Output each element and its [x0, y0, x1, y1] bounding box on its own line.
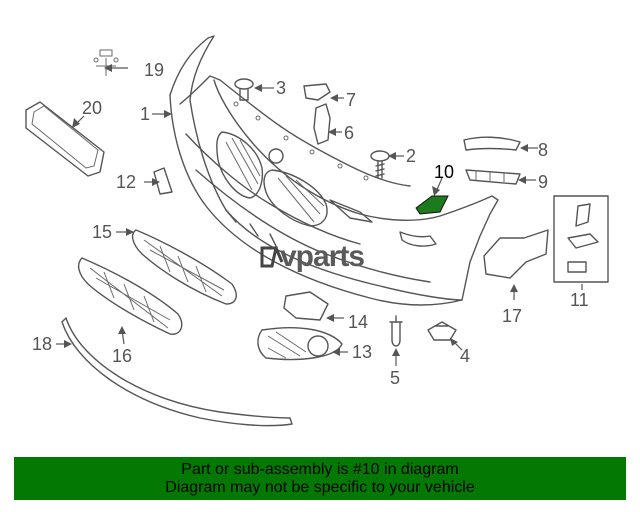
leader-lines — [56, 64, 583, 366]
callout-12: 12 — [116, 172, 136, 192]
callout-16: 16 — [112, 346, 132, 366]
bracket-part-6 — [313, 103, 331, 145]
callout-15: 15 — [92, 222, 112, 242]
lower-grille-part-16 — [77, 257, 183, 335]
callout-5: 5 — [390, 368, 400, 388]
highlighted-part-10 — [415, 195, 449, 215]
bracket-part-17 — [483, 229, 549, 279]
bumper-cover — [169, 35, 499, 306]
lower-grille-part-15 — [131, 229, 237, 305]
screw-part-5 — [389, 315, 403, 347]
info-banner-line-2: Diagram may not be specific to your vehi… — [165, 478, 475, 496]
watermark-text: vparts — [280, 240, 364, 273]
info-banner-line-1: Part or sub-assembly is #10 in diagram — [181, 460, 459, 478]
callout-8: 8 — [538, 140, 548, 160]
callout-11: 11 — [570, 290, 589, 310]
watermark-logo: vparts — [260, 240, 365, 273]
bracket-part-14 — [283, 291, 329, 321]
bolt-part-2 — [370, 150, 390, 179]
lip-strip-part-18 — [61, 317, 293, 427]
callout-14: 14 — [348, 312, 368, 332]
bracket-part-7 — [303, 83, 331, 101]
grille-part-20 — [25, 101, 105, 177]
bracket-group-part-11 — [553, 195, 609, 283]
panel-part-12 — [153, 167, 173, 195]
info-banner: Part or sub-assembly is #10 in diagram D… — [14, 457, 626, 500]
clip-part-3 — [234, 78, 254, 101]
callout-4: 4 — [460, 346, 470, 366]
fog-grille-part-13 — [257, 327, 343, 361]
callout-2: 2 — [406, 146, 416, 166]
callout-17: 17 — [502, 306, 522, 326]
trim-part-9 — [465, 169, 521, 185]
callout-20: 20 — [82, 98, 102, 118]
trim-part-8 — [463, 136, 521, 151]
callout-3: 3 — [276, 78, 286, 98]
kidney-grille — [216, 131, 328, 227]
nut-part-4 — [427, 321, 457, 341]
callout-labels: 19 20 1 3 7 6 2 10 8 9 12 15 11 17 14 13… — [32, 60, 589, 388]
callout-19: 19 — [144, 60, 164, 80]
callout-18: 18 — [32, 334, 52, 354]
callout-7: 7 — [346, 90, 356, 110]
callout-1: 1 — [140, 104, 150, 124]
emblem-part-19 — [93, 49, 119, 76]
callout-13: 13 — [352, 342, 372, 362]
callout-6: 6 — [344, 123, 354, 143]
callout-10: 10 — [434, 162, 454, 182]
callout-9: 9 — [538, 172, 548, 192]
parts-diagram: vparts 19 20 1 3 7 6 2 10 8 9 12 15 11 1… — [25, 35, 609, 427]
